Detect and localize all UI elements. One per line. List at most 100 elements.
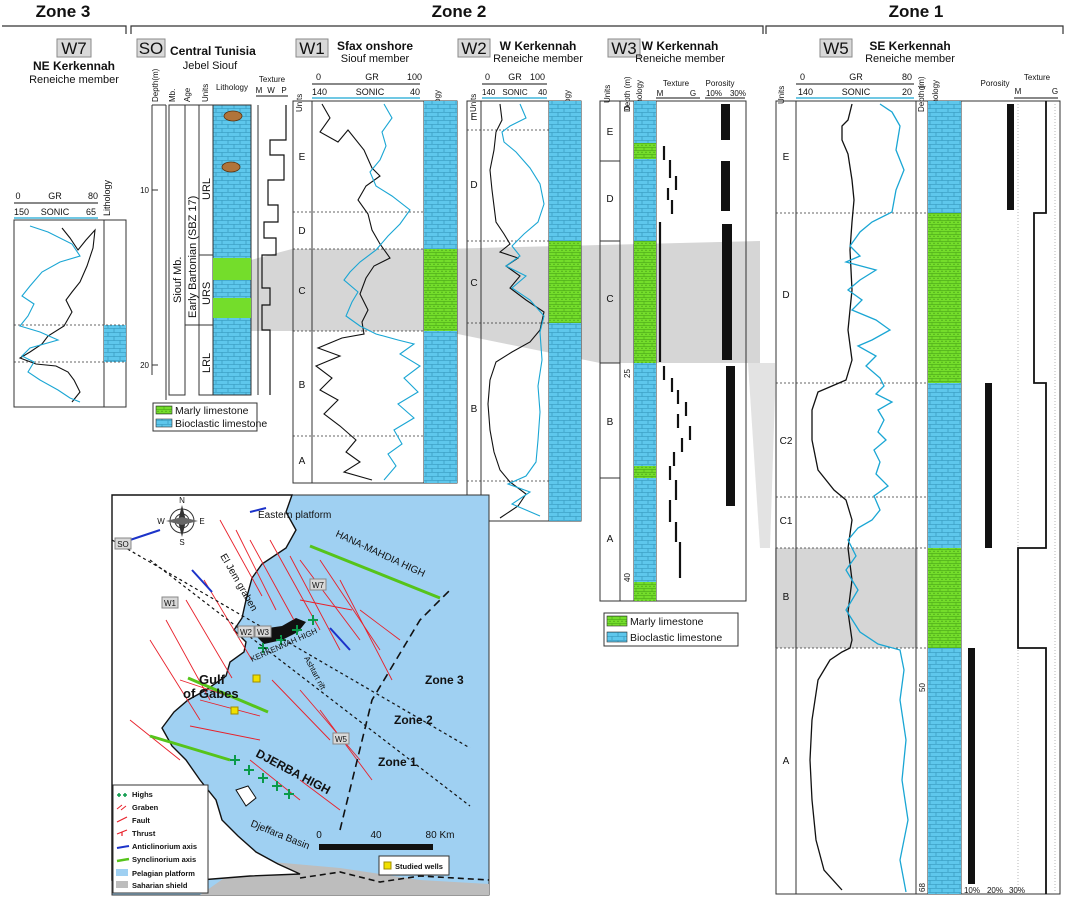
location-map: N S E W Eastern platform HANA-MAHDIA HIG…: [111, 494, 490, 896]
w5-unit-d: D: [782, 290, 789, 301]
so-depth-10: 10: [140, 186, 149, 195]
so-lith-label: Lithology: [216, 83, 248, 92]
w5-unit-b: B: [783, 592, 790, 603]
w5-depth-50: 50: [918, 683, 927, 692]
w3-texture-label: Texture: [663, 79, 690, 88]
well-so: SO Central Tunisia Jebel Siouf Depth(m) …: [136, 38, 288, 432]
w5-por-30: 30%: [1009, 886, 1025, 895]
w5-depth-68: 68: [918, 883, 927, 892]
w2-unit-e: E: [471, 112, 478, 123]
w3-tex-g: G: [690, 89, 696, 98]
well-w5-name: SE Kerkennah: [869, 39, 950, 53]
w3-depth-40: 40: [623, 573, 632, 582]
w2-gr-min: 0: [485, 72, 490, 82]
well-w3: W3 W Kerkennah Reneiche member Units Dep…: [599, 38, 747, 647]
w5-gr-label: GR: [849, 72, 863, 82]
w5-sonic-min: 140: [798, 87, 813, 97]
zone-headers: Zone 3 Zone 2 Zone 1: [2, 2, 1064, 34]
map-of-gabes: of Gabes: [183, 686, 239, 701]
svg-text:40: 40: [370, 830, 382, 841]
well-w7-id: W7: [61, 39, 87, 58]
w2-gr-curve: [487, 103, 545, 519]
w5-por-20: 20%: [987, 886, 1003, 895]
w5-depth-0: 0: [918, 85, 927, 90]
correlation-band-c: [243, 241, 760, 363]
w3-tex-m: M: [657, 89, 664, 98]
w2-units-label: Units: [469, 94, 478, 112]
w1-sonic-min: 140: [312, 87, 327, 97]
w3-depth-label: Depth (m): [623, 76, 632, 112]
svg-text:Graben: Graben: [132, 803, 159, 812]
w7-gr-min: 0: [15, 191, 20, 201]
w1-unit-e: E: [299, 152, 306, 163]
well-w1-id: W1: [299, 39, 325, 58]
zone1-title: Zone 1: [889, 2, 944, 21]
w5-porosity-label: Porosity: [981, 79, 1010, 88]
well-w2: W2 W Kerkennah Reneiche member 0 GR 100 …: [457, 38, 583, 522]
w1-gr-min: 0: [316, 72, 321, 82]
w5-unit-a: A: [783, 756, 790, 767]
w7-sonic-min: 150: [14, 207, 29, 217]
w2-unit-d: D: [470, 180, 477, 191]
w5-unit-c1: C1: [780, 516, 793, 527]
so-unit-urs: URS: [201, 282, 213, 305]
well-w1-name: Sfax onshore: [337, 39, 413, 53]
svg-text:N: N: [179, 496, 185, 505]
so-texture-label: Texture: [259, 75, 286, 84]
svg-text:S: S: [179, 538, 184, 547]
svg-text:E: E: [199, 517, 204, 526]
well-w3-name: W Kerkennah: [642, 39, 719, 53]
w1-sonic-label: SONIC: [356, 87, 385, 97]
w3-unit-b: B: [607, 417, 614, 428]
w2-gr-max: 100: [530, 72, 545, 82]
w3-unit-e: E: [607, 127, 614, 138]
so-unit-url: URL: [201, 178, 213, 200]
legend2-marly: Marly limestone: [630, 616, 704, 628]
w5-lith-label: Lithology: [931, 80, 940, 112]
map-gulf: Gulf: [199, 672, 226, 687]
well-w1: W1 Sfax onshore Siouf member 0 GR 100 14…: [292, 38, 458, 484]
map-well-w1: W1: [164, 599, 177, 608]
svg-text:Thrust: Thrust: [132, 829, 156, 838]
w2-sonic-min: 140: [482, 88, 496, 97]
w7-sonic-label: SONIC: [41, 207, 70, 217]
well-w5: W5 SE Kerkennah Reneiche member 0 GR 80 …: [775, 38, 1061, 895]
w2-sonic-max: 40: [538, 88, 547, 97]
svg-text:Anticlinorium axis: Anticlinorium axis: [132, 842, 197, 851]
so-tex-w: W: [267, 86, 275, 95]
well-so-sub: Jebel Siouf: [183, 60, 238, 72]
w7-sonic-curve: [19, 225, 81, 403]
w3-depth-25: 25: [623, 369, 632, 378]
svg-text:Highs: Highs: [132, 790, 153, 799]
svg-text:Saharian shield: Saharian shield: [132, 881, 188, 890]
well-w2-name: W Kerkennah: [500, 39, 577, 53]
highs-djerba: [230, 755, 294, 799]
legend1-marly: Marly limestone: [175, 405, 249, 417]
w5-sonic-label: SONIC: [842, 87, 871, 97]
w7-gr-max: 80: [88, 191, 98, 201]
well-w7-sub: Reneiche member: [29, 74, 119, 86]
well-w2-id: W2: [461, 39, 487, 58]
well-w7: W7 NE Kerkennah Reneiche member 0 GR 80 …: [13, 38, 127, 408]
w1-unit-c: C: [298, 286, 305, 297]
svg-text:80 Km: 80 Km: [426, 830, 455, 841]
map-well-w3: W3: [257, 628, 270, 637]
zone3-title: Zone 3: [36, 2, 91, 21]
w3-units-label: Units: [603, 85, 612, 103]
so-member: Siouf Mb.: [172, 257, 184, 303]
well-w2-sub: Reneiche member: [493, 53, 583, 65]
w2-sonic-label: SONIC: [502, 88, 528, 97]
w1-unit-a: A: [299, 456, 306, 467]
w2-gr-label: GR: [508, 72, 522, 82]
w5-por-10: 10%: [964, 886, 980, 895]
w5-unit-e: E: [783, 152, 790, 163]
w5-texture-label: Texture: [1024, 73, 1051, 82]
so-mb-label: Mb.: [168, 89, 177, 102]
w5-sonic-max: 20: [902, 87, 912, 97]
w7-gr-label: GR: [48, 191, 62, 201]
w2-unit-c: C: [470, 278, 477, 289]
w1-unit-d: D: [298, 226, 305, 237]
well-w5-sub: Reneiche member: [865, 53, 955, 65]
so-depth-label: Depth(m): [151, 68, 160, 102]
